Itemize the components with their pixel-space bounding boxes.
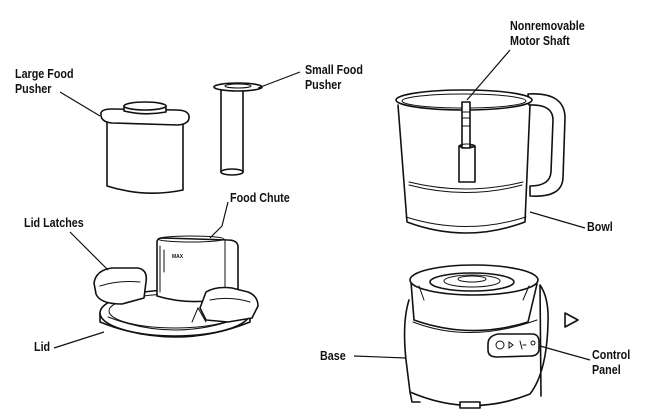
label-bowl: Bowl [587, 220, 613, 235]
arrow-marker-icon [564, 312, 579, 328]
label-large-food-pusher-line1: Large Food [15, 67, 74, 81]
label-motor-shaft: Nonremovable Motor Shaft [510, 19, 585, 49]
label-lid-text: Lid [34, 340, 51, 354]
label-small-food-pusher: Small Food Pusher [305, 63, 363, 93]
label-control-panel-line1: Control [592, 348, 631, 362]
label-base-text: Base [320, 349, 346, 363]
lid-drawing: MAX [93, 235, 259, 338]
label-lid-latches: Lid Latches [24, 216, 84, 231]
label-large-food-pusher: Large Food Pusher [15, 67, 74, 97]
label-base: Base [320, 349, 346, 364]
label-motor-shaft-line2: Motor Shaft [510, 34, 570, 48]
label-large-food-pusher-line2: Pusher [15, 82, 52, 96]
chute-max-mark: MAX [172, 254, 184, 260]
label-small-food-pusher-line2: Pusher [305, 78, 342, 92]
label-control-panel-line2: Panel [592, 363, 621, 377]
label-small-food-pusher-line1: Small Food [305, 63, 363, 77]
small-food-pusher-drawing [213, 82, 263, 176]
label-lid-latches-text: Lid Latches [24, 216, 84, 230]
large-food-pusher-drawing [100, 101, 190, 194]
label-lid: Lid [34, 340, 50, 355]
bowl-drawing [395, 89, 566, 234]
label-control-panel: Control Panel [592, 348, 630, 378]
base-drawing [403, 264, 549, 409]
label-motor-shaft-line1: Nonremovable [510, 19, 585, 33]
label-food-chute: Food Chute [230, 191, 290, 206]
label-food-chute-text: Food Chute [230, 191, 290, 205]
leader-lines [53, 49, 591, 361]
label-bowl-text: Bowl [587, 220, 613, 234]
